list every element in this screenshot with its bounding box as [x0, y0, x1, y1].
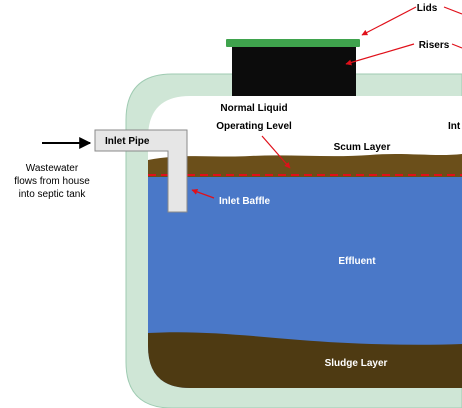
- inlet-baffle-arrow: [191, 189, 215, 199]
- lid: [226, 39, 360, 47]
- lids-label: Lids: [417, 3, 438, 14]
- inlet-pipe: [94, 129, 188, 213]
- wastewater-label-3: into septic tank: [19, 189, 87, 200]
- scum-layer: [148, 154, 462, 177]
- inlet-baffle-label: Inlet Baffle: [219, 196, 271, 207]
- outlet-partial-label: Int: [448, 121, 461, 132]
- scum-layer-label: Scum Layer: [334, 142, 391, 153]
- wastewater-label-2: flows from house: [14, 176, 90, 187]
- lids-arrow: [361, 6, 417, 36]
- wastewater-label-1: Wastewater: [26, 163, 79, 174]
- effluent-label: Effluent: [338, 256, 376, 267]
- sludge-layer: [148, 332, 462, 388]
- operating-level-arrow: [261, 135, 291, 169]
- lids-arrow-tail: [443, 6, 462, 15]
- normal-liquid-label-1: Normal Liquid: [220, 103, 287, 114]
- inlet-pipe-label: Inlet Pipe: [105, 136, 150, 147]
- riser: [232, 46, 356, 96]
- risers-label: Risers: [419, 40, 450, 51]
- normal-liquid-label-2: Operating Level: [216, 121, 292, 132]
- sludge-layer-label: Sludge Layer: [325, 358, 388, 369]
- risers-arrow-tail: [451, 43, 462, 49]
- risers-arrow: [345, 43, 415, 66]
